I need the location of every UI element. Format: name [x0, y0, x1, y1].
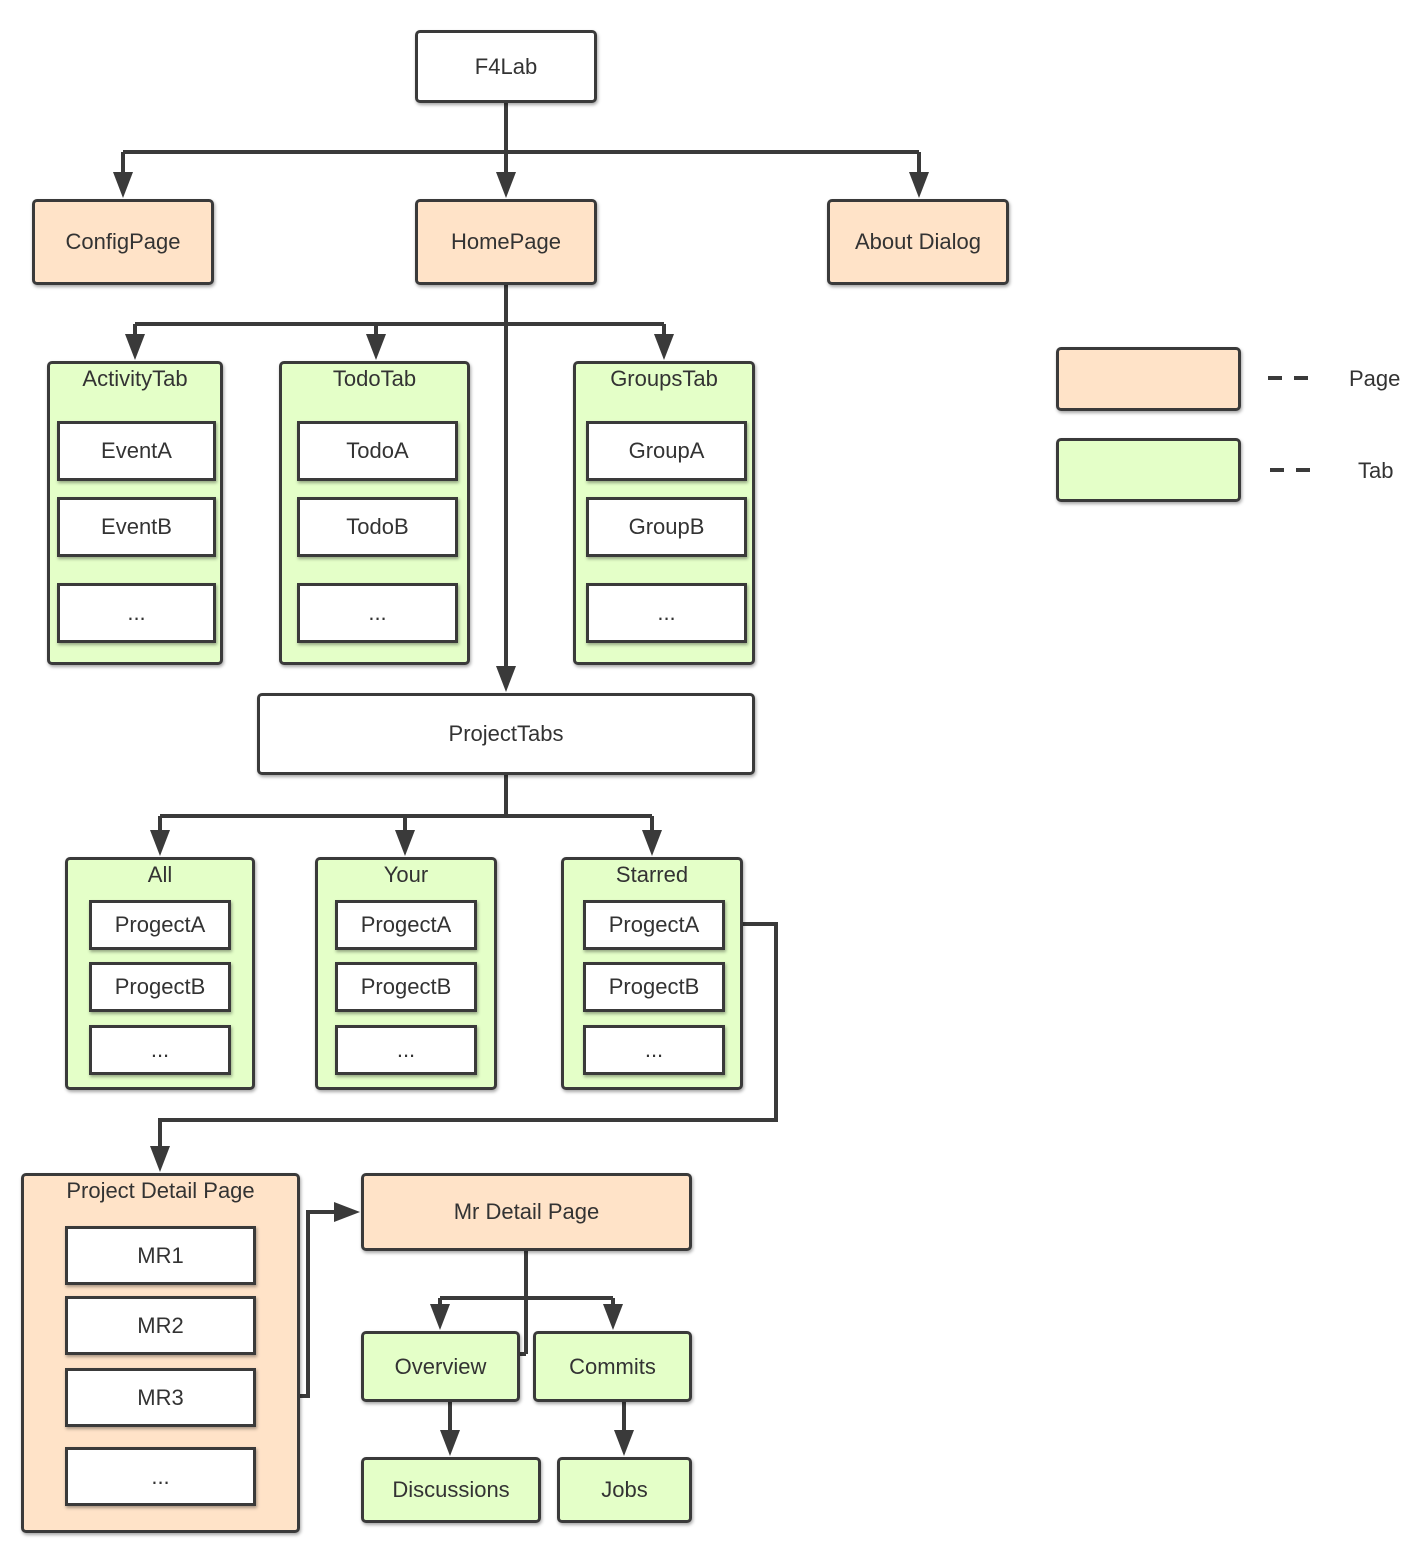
- merge-request-item: MR1: [65, 1226, 256, 1285]
- todo-item-label: TodoB: [346, 514, 409, 539]
- groups-item: GroupA: [586, 421, 747, 481]
- starred-tab-title: Starred: [615, 862, 689, 887]
- about-dialog-label: About Dialog: [855, 229, 981, 254]
- your-project-item-label: ProgectB: [360, 974, 452, 999]
- starred-project-item: ...: [583, 1025, 725, 1075]
- activity-item-label: EventA: [101, 438, 172, 463]
- home-page-node: HomePage: [415, 199, 597, 285]
- activity-item: EventB: [57, 497, 216, 557]
- project-detail-page-group: Project Detail Page MR1 MR2 MR3 ...: [21, 1173, 300, 1533]
- legend-page-label: Page: [1349, 366, 1401, 391]
- mr-detail-page-node: Mr Detail Page: [361, 1173, 692, 1251]
- overview-tab-node: Overview: [361, 1331, 520, 1402]
- root-label: F4Lab: [474, 53, 538, 79]
- activity-tab-title: ActivityTab: [82, 366, 188, 391]
- root-node: F4Lab: [415, 30, 597, 103]
- project-detail-page-title: Project Detail Page: [66, 1178, 255, 1203]
- all-project-item-label: ProgectB: [114, 974, 206, 999]
- starred-project-item-label: ProgectA: [608, 912, 700, 937]
- merge-request-item-label: MR1: [137, 1242, 184, 1268]
- overview-tab-label: Overview: [394, 1353, 487, 1379]
- groups-tab-title: GroupsTab: [610, 366, 718, 391]
- all-project-item: ...: [89, 1025, 231, 1075]
- discussions-tab-node: Discussions: [361, 1457, 541, 1523]
- starred-project-item-label: ...: [644, 1037, 664, 1062]
- your-tab-group: Your ProgectA ProgectB ...: [315, 857, 497, 1090]
- merge-request-item-label: MR3: [137, 1384, 184, 1410]
- all-tab-title: All: [147, 862, 173, 887]
- all-project-item-label: ProgectA: [114, 912, 206, 937]
- todo-item-label: ...: [368, 600, 387, 625]
- all-project-item: ProgectB: [89, 962, 231, 1012]
- commits-tab-label: Commits: [569, 1353, 656, 1379]
- commits-tab-node: Commits: [533, 1331, 692, 1402]
- legend-tab-label: Tab: [1358, 458, 1394, 483]
- all-project-item: ProgectA: [89, 900, 231, 950]
- starred-tab-group: Starred ProgectA ProgectB ...: [561, 857, 743, 1090]
- todo-tab-group: TodoTab TodoA TodoB ...: [279, 361, 470, 665]
- todo-item: TodoA: [297, 421, 458, 481]
- all-tab-group: All ProgectA ProgectB ...: [65, 857, 255, 1090]
- discussions-tab-label: Discussions: [392, 1477, 510, 1502]
- groups-item-label: GroupB: [628, 514, 705, 539]
- todo-item: ...: [297, 583, 458, 643]
- legend-page-swatch: [1056, 347, 1241, 411]
- merge-request-item-label: ...: [151, 1463, 170, 1489]
- your-project-item-label: ...: [396, 1037, 416, 1062]
- merge-request-item-label: MR2: [137, 1312, 184, 1338]
- jobs-tab-node: Jobs: [557, 1457, 692, 1523]
- todo-tab-title: TodoTab: [332, 366, 417, 391]
- merge-request-item: MR3: [65, 1368, 256, 1427]
- starred-project-item: ProgectB: [583, 962, 725, 1012]
- activity-item-label: EventB: [101, 514, 172, 539]
- your-project-item: ...: [335, 1025, 477, 1075]
- home-page-label: HomePage: [450, 229, 562, 254]
- your-tab-title: Your: [383, 862, 429, 887]
- project-tabs-label: ProjectTabs: [448, 721, 564, 746]
- mr-detail-page-label: Mr Detail Page: [453, 1199, 600, 1224]
- activity-tab-group: ActivityTab EventA EventB ...: [47, 361, 223, 665]
- all-project-item-label: ...: [150, 1037, 170, 1062]
- config-page-node: ConfigPage: [32, 199, 214, 285]
- merge-request-item: MR2: [65, 1296, 256, 1355]
- activity-item: EventA: [57, 421, 216, 481]
- groups-item: GroupB: [586, 497, 747, 557]
- todo-item-label: TodoA: [346, 438, 409, 463]
- merge-request-item: ...: [65, 1447, 256, 1506]
- starred-project-item: ProgectA: [583, 900, 725, 950]
- groups-tab-group: GroupsTab GroupA GroupB ...: [573, 361, 755, 665]
- jobs-tab-label: Jobs: [601, 1477, 648, 1502]
- your-project-item-label: ProgectA: [360, 912, 452, 937]
- about-dialog-node: About Dialog: [827, 199, 1009, 285]
- legend-tab-swatch: [1056, 438, 1241, 502]
- groups-item-label: ...: [657, 600, 676, 625]
- activity-item: ...: [57, 583, 216, 643]
- todo-item: TodoB: [297, 497, 458, 557]
- starred-project-item-label: ProgectB: [608, 974, 700, 999]
- your-project-item: ProgectB: [335, 962, 477, 1012]
- groups-item: ...: [586, 583, 747, 643]
- your-project-item: ProgectA: [335, 900, 477, 950]
- config-page-label: ConfigPage: [65, 229, 181, 254]
- groups-item-label: GroupA: [628, 438, 705, 463]
- activity-item-label: ...: [127, 600, 146, 625]
- project-tabs-node: ProjectTabs: [257, 693, 755, 775]
